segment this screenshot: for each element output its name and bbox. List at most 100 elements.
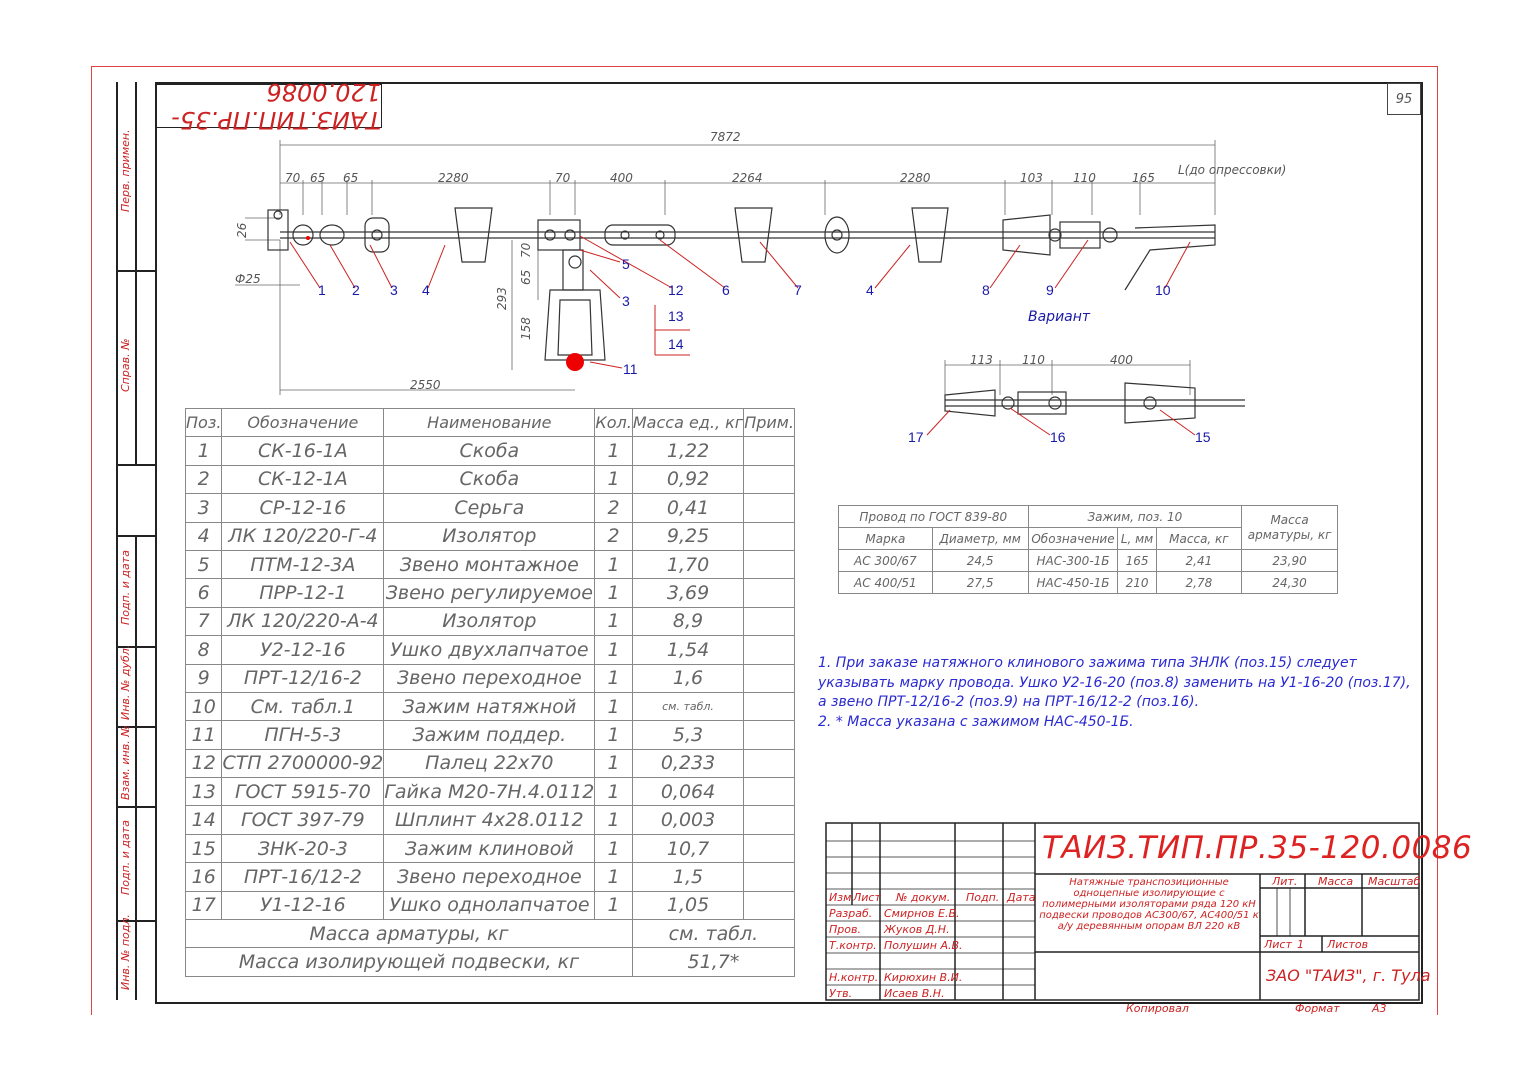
- dim-2550: 2550: [410, 378, 441, 392]
- cell-name: Звено переходное: [383, 862, 596, 892]
- dim-70b: 70: [555, 171, 571, 185]
- cell-pos: 15: [184, 833, 223, 864]
- note-line: 1. При заказе натяжного клинового зажима…: [818, 655, 1357, 671]
- cell-name: Зажим натяжной: [383, 691, 596, 722]
- cell-designation: ЛК 120/220-А-4: [221, 606, 385, 637]
- cell-designation: У2-12-16: [221, 635, 385, 665]
- dim-65b: 65: [343, 171, 358, 185]
- dim-65c: 65: [519, 270, 533, 285]
- header-designation: Обозначение: [221, 407, 385, 438]
- pos-label: 5: [622, 256, 630, 272]
- wire-cell: АС 400/51: [838, 571, 933, 594]
- cell-designation: ЛК 120/220-Г-4: [221, 521, 385, 551]
- cell-note: [743, 521, 795, 551]
- pos-label: 3: [390, 282, 398, 298]
- pos-label: 17: [908, 429, 924, 445]
- wire-cell: 2,78: [1155, 571, 1243, 594]
- cell-note: [743, 720, 795, 750]
- pos-label: 13: [668, 308, 684, 324]
- header-qty: Кол.: [594, 407, 633, 438]
- spec-header-row: Поз. Обозначение Наименование Кол. Масса…: [184, 407, 795, 438]
- cell-mass: 0,233: [631, 748, 745, 779]
- stamp-razrab-name: Смирнов Е.В.: [884, 907, 960, 920]
- dim-v113: 113: [970, 353, 993, 367]
- cell-note: [743, 777, 795, 807]
- mass-header: Масса арматуры, кг: [1241, 505, 1338, 550]
- cell-name: Зажим клиновой: [383, 833, 596, 864]
- cell-pos: 13: [184, 777, 223, 807]
- cell-note: [743, 663, 795, 693]
- cell-mass: 1,6: [631, 663, 745, 693]
- stamp-sheet: Лист: [1264, 938, 1292, 951]
- dim-400: 400: [610, 171, 633, 185]
- cell-pos: 14: [184, 805, 223, 835]
- cell-pos: 10: [184, 691, 223, 722]
- wire-table: Провод по ГОСТ 839-80 Зажим, поз. 10 Мас…: [838, 505, 1338, 594]
- cell-designation: ГОСТ 397-79: [221, 805, 385, 835]
- stamp-utv: Утв.: [829, 987, 853, 1000]
- stamp-lit: Лит.: [1272, 875, 1298, 888]
- stamp-list: Лист: [853, 891, 881, 904]
- stamp-nkontr: Н.контр.: [829, 971, 879, 984]
- stamp-format-value: А3: [1372, 1002, 1387, 1015]
- header-mass: Масса ед., кг: [631, 407, 745, 438]
- red-marker: [566, 353, 584, 371]
- stamp-razrab: Разраб.: [829, 907, 873, 920]
- pos-label: 12: [668, 282, 684, 298]
- mass-suspension-row: Масса изолирующей подвески, кг 51,7*: [185, 947, 796, 977]
- cell-name: Ушко двухлапчатое: [383, 635, 596, 665]
- stamp-tkontr: Т.контр.: [829, 939, 877, 952]
- wire-cell: 27,5: [931, 571, 1029, 594]
- cell-pos: 11: [184, 720, 223, 750]
- cell-mass: 1,70: [631, 549, 745, 580]
- cell-name: Ушко однолапчатое: [383, 890, 596, 921]
- cell-qty: 1: [594, 777, 633, 807]
- strip-divider: [118, 464, 155, 466]
- header-pos: Поз.: [184, 407, 223, 438]
- cell-note: [743, 890, 795, 921]
- cell-qty: 2: [594, 493, 633, 523]
- cell-pos: 9: [184, 663, 223, 693]
- cell-designation: ПРР-12-1: [221, 578, 385, 608]
- cell-name: Звено регулируемое: [383, 578, 596, 608]
- mass-fittings-label: Масса арматуры, кг: [185, 919, 633, 949]
- company-name: ЗАО "ТАИЗ", г. Тула: [1266, 966, 1431, 985]
- pos-label: 9: [1046, 282, 1054, 298]
- wire-cell: 23,90: [1241, 549, 1338, 572]
- cell-qty: 1: [594, 606, 633, 637]
- cell-pos: 8: [184, 635, 223, 665]
- clamp-header: Зажим, поз. 10: [1027, 505, 1243, 528]
- cell-pos: 7: [184, 606, 223, 637]
- cell-name: Шплинт 4х28.0112: [383, 805, 596, 835]
- stamp-nkontr-name: Кирюхин В.И.: [884, 971, 963, 984]
- pos-label: 3: [622, 293, 630, 309]
- cell-qty: 1: [594, 578, 633, 608]
- cell-mass: 0,064: [631, 777, 745, 807]
- cell-note: [743, 748, 795, 779]
- cell-name: Зажим поддер.: [383, 720, 596, 750]
- dim-2280b: 2280: [900, 171, 931, 185]
- cell-designation: СТП 2700000-92: [221, 748, 385, 779]
- pos-label: 2: [352, 282, 360, 298]
- cell-mass: 1,5: [631, 862, 745, 892]
- cell-qty: 1: [594, 464, 633, 495]
- cell-note: [743, 606, 795, 637]
- cell-pos: 12: [184, 748, 223, 779]
- cell-designation: ГОСТ 5915-70: [221, 777, 385, 807]
- cell-designation: ПТМ-12-3А: [221, 549, 385, 580]
- cell-mass: 5,3: [631, 720, 745, 750]
- cell-qty: 1: [594, 805, 633, 835]
- dim-158: 158: [519, 317, 533, 340]
- cell-qty: 1: [594, 691, 633, 722]
- cell-note: [743, 691, 795, 722]
- specification-table: Поз. Обозначение Наименование Кол. Масса…: [184, 407, 796, 977]
- cell-mass: 10,7: [631, 833, 745, 864]
- cell-note: [743, 578, 795, 608]
